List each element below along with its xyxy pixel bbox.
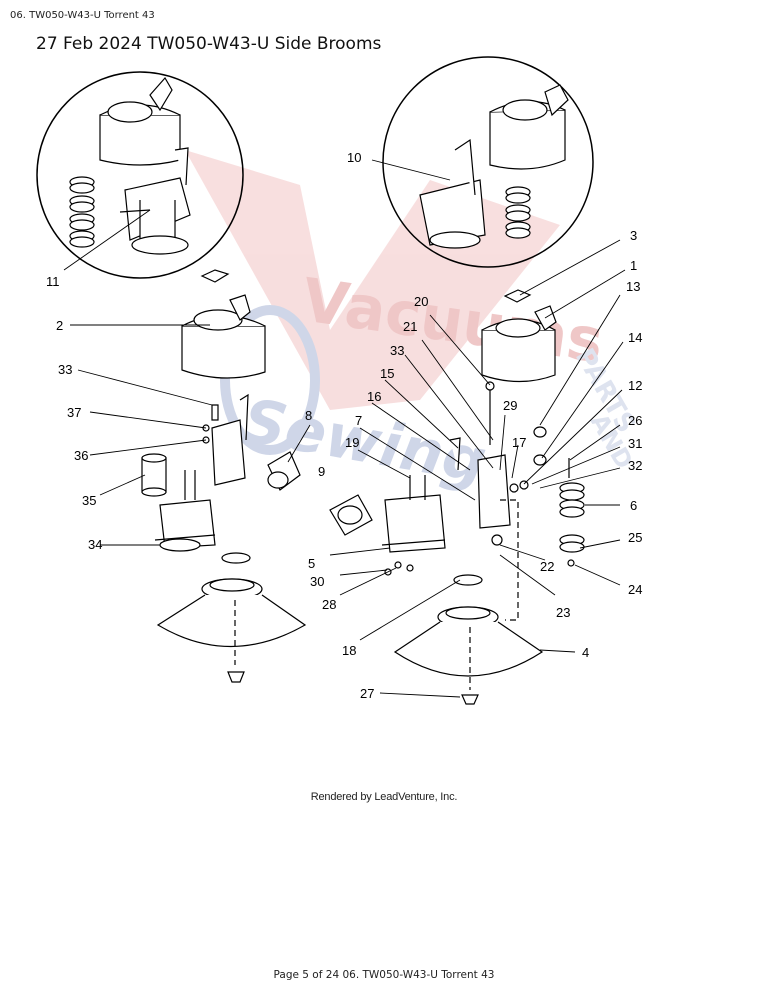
callout-7: 7 <box>355 413 362 428</box>
inset-circle-left <box>36 71 244 279</box>
callout-12: 12 <box>628 378 642 393</box>
watermark-blue-swirl <box>220 305 320 455</box>
left-broom-cone <box>156 594 307 647</box>
callout-21: 21 <box>403 319 417 334</box>
callout-13: 13 <box>626 279 640 294</box>
callout-9: 9 <box>318 464 325 479</box>
callout-20: 20 <box>414 294 428 309</box>
callout-8: 8 <box>305 408 312 423</box>
callout-27: 27 <box>360 686 374 701</box>
callout-22: 22 <box>540 559 554 574</box>
callout-labels: 10 11 3 1 13 2 20 21 14 33 33 15 12 16 2… <box>46 150 642 701</box>
callout-17: 17 <box>512 435 526 450</box>
left-broom-assembly <box>141 269 307 683</box>
callout-25: 25 <box>628 530 642 545</box>
callout-24: 24 <box>628 582 642 597</box>
callout-11: 11 <box>46 274 60 289</box>
callout-28: 28 <box>322 597 336 612</box>
right-broom-cone <box>393 621 544 677</box>
callout-4: 4 <box>582 645 589 660</box>
callout-15: 15 <box>380 366 394 381</box>
callout-19: 19 <box>345 435 359 450</box>
callout-36: 36 <box>74 448 88 463</box>
callout-16: 16 <box>367 389 381 404</box>
left-motor-cover <box>181 325 266 379</box>
page-footer: Page 5 of 24 06. TW050-W43-U Torrent 43 <box>273 969 495 981</box>
render-credit: Rendered by LeadVenture, Inc. <box>310 791 458 803</box>
callout-32: 32 <box>628 458 642 473</box>
callout-30: 30 <box>310 574 324 589</box>
callout-37: 37 <box>67 405 81 420</box>
callout-33-right: 33 <box>390 343 404 358</box>
callout-18: 18 <box>342 643 356 658</box>
callout-2: 2 <box>56 318 63 333</box>
callout-23: 23 <box>556 605 570 620</box>
callout-14: 14 <box>628 330 642 345</box>
callout-29: 29 <box>503 398 517 413</box>
page-title: 27 Feb 2024 TW050-W43-U Side Brooms <box>36 34 382 54</box>
callout-5: 5 <box>308 556 315 571</box>
callout-3: 3 <box>630 228 637 243</box>
right-motor-cover <box>481 329 556 383</box>
callout-6: 6 <box>630 498 637 513</box>
callout-10: 10 <box>347 150 361 165</box>
callout-35: 35 <box>82 493 96 508</box>
inset-circle-right <box>382 56 594 268</box>
doc-code-header: 06. TW050-W43-U Torrent 43 <box>10 10 155 21</box>
callout-31: 31 <box>628 436 642 451</box>
callout-1: 1 <box>630 258 637 273</box>
leader-lines <box>63 159 626 698</box>
callout-33-left: 33 <box>58 362 72 377</box>
callout-34: 34 <box>88 537 102 552</box>
callout-26: 26 <box>628 413 642 428</box>
